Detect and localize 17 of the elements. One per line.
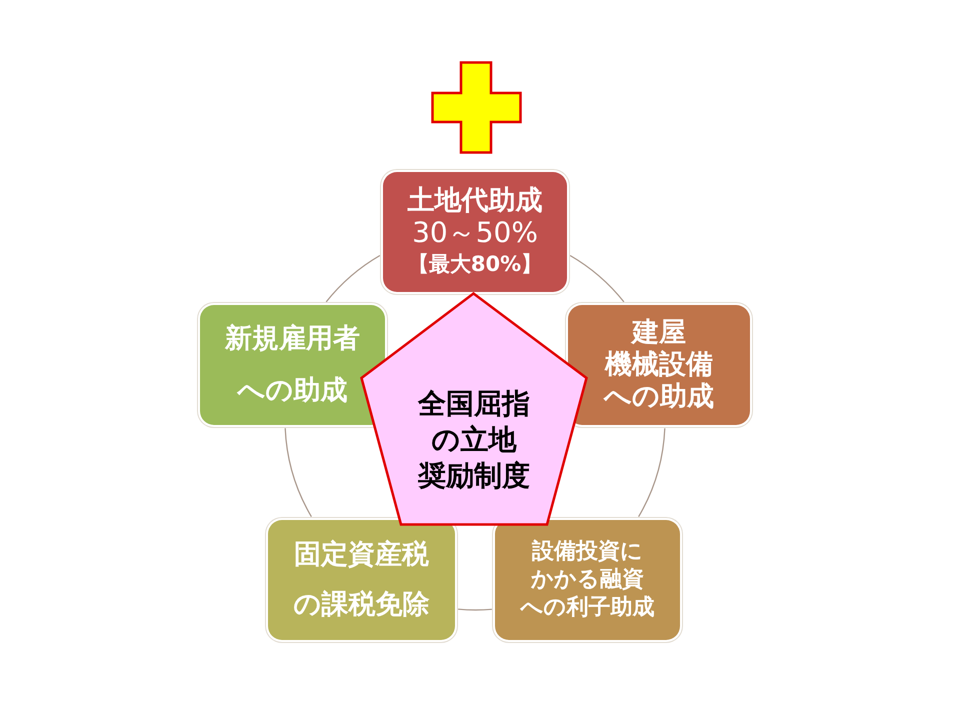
ring-connector [284,428,312,517]
box-label: 設備投資にかかる融資への利子助成 [520,538,654,622]
category-box [383,172,567,292]
center-label: 全国屈指の立地奨励制度 [418,386,530,494]
ring-connector [326,255,380,302]
box-label: 土地代助成 [408,185,542,217]
ring-connector [458,608,492,611]
box-label: 【最大80%】 [408,251,542,278]
box-label: 新規雇用者への助成 [225,322,360,408]
category-box [268,520,455,640]
box-label: 建屋機械設備への助成 [604,317,714,413]
center-pentagon [360,292,588,526]
box-label: 30～50% [412,217,538,249]
category-box [495,520,680,640]
box-label: 固定資産税の課税免除 [294,538,430,622]
ring-connector [570,255,624,302]
ring-connector [638,428,666,517]
